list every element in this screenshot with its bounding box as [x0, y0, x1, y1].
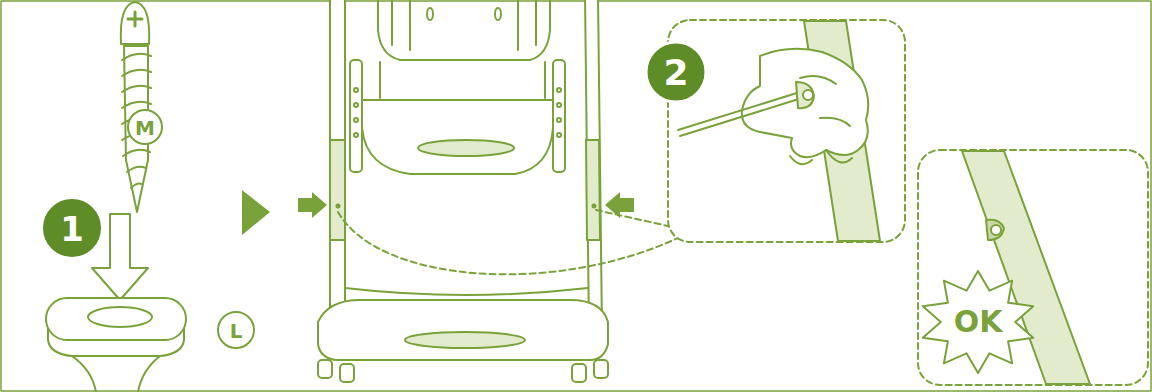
part-letter: M	[135, 118, 155, 138]
starburst-badge: OK	[918, 269, 1038, 375]
leader-line	[338, 210, 682, 274]
part-letter: L	[230, 321, 243, 341]
tray-part	[46, 298, 254, 392]
high-chair	[318, 0, 608, 382]
badge-text: OK	[954, 307, 1003, 337]
detail-view	[918, 150, 1148, 385]
insert-arrow	[92, 214, 148, 300]
step-arrow	[242, 190, 270, 235]
pointer-arrow	[605, 192, 634, 218]
pointer-arrow	[298, 192, 327, 218]
callout-number: 1	[60, 212, 84, 246]
screw	[121, 2, 162, 212]
callout-number: 2	[663, 55, 688, 91]
detail-view	[646, 20, 905, 242]
callout-circle	[44, 200, 100, 256]
